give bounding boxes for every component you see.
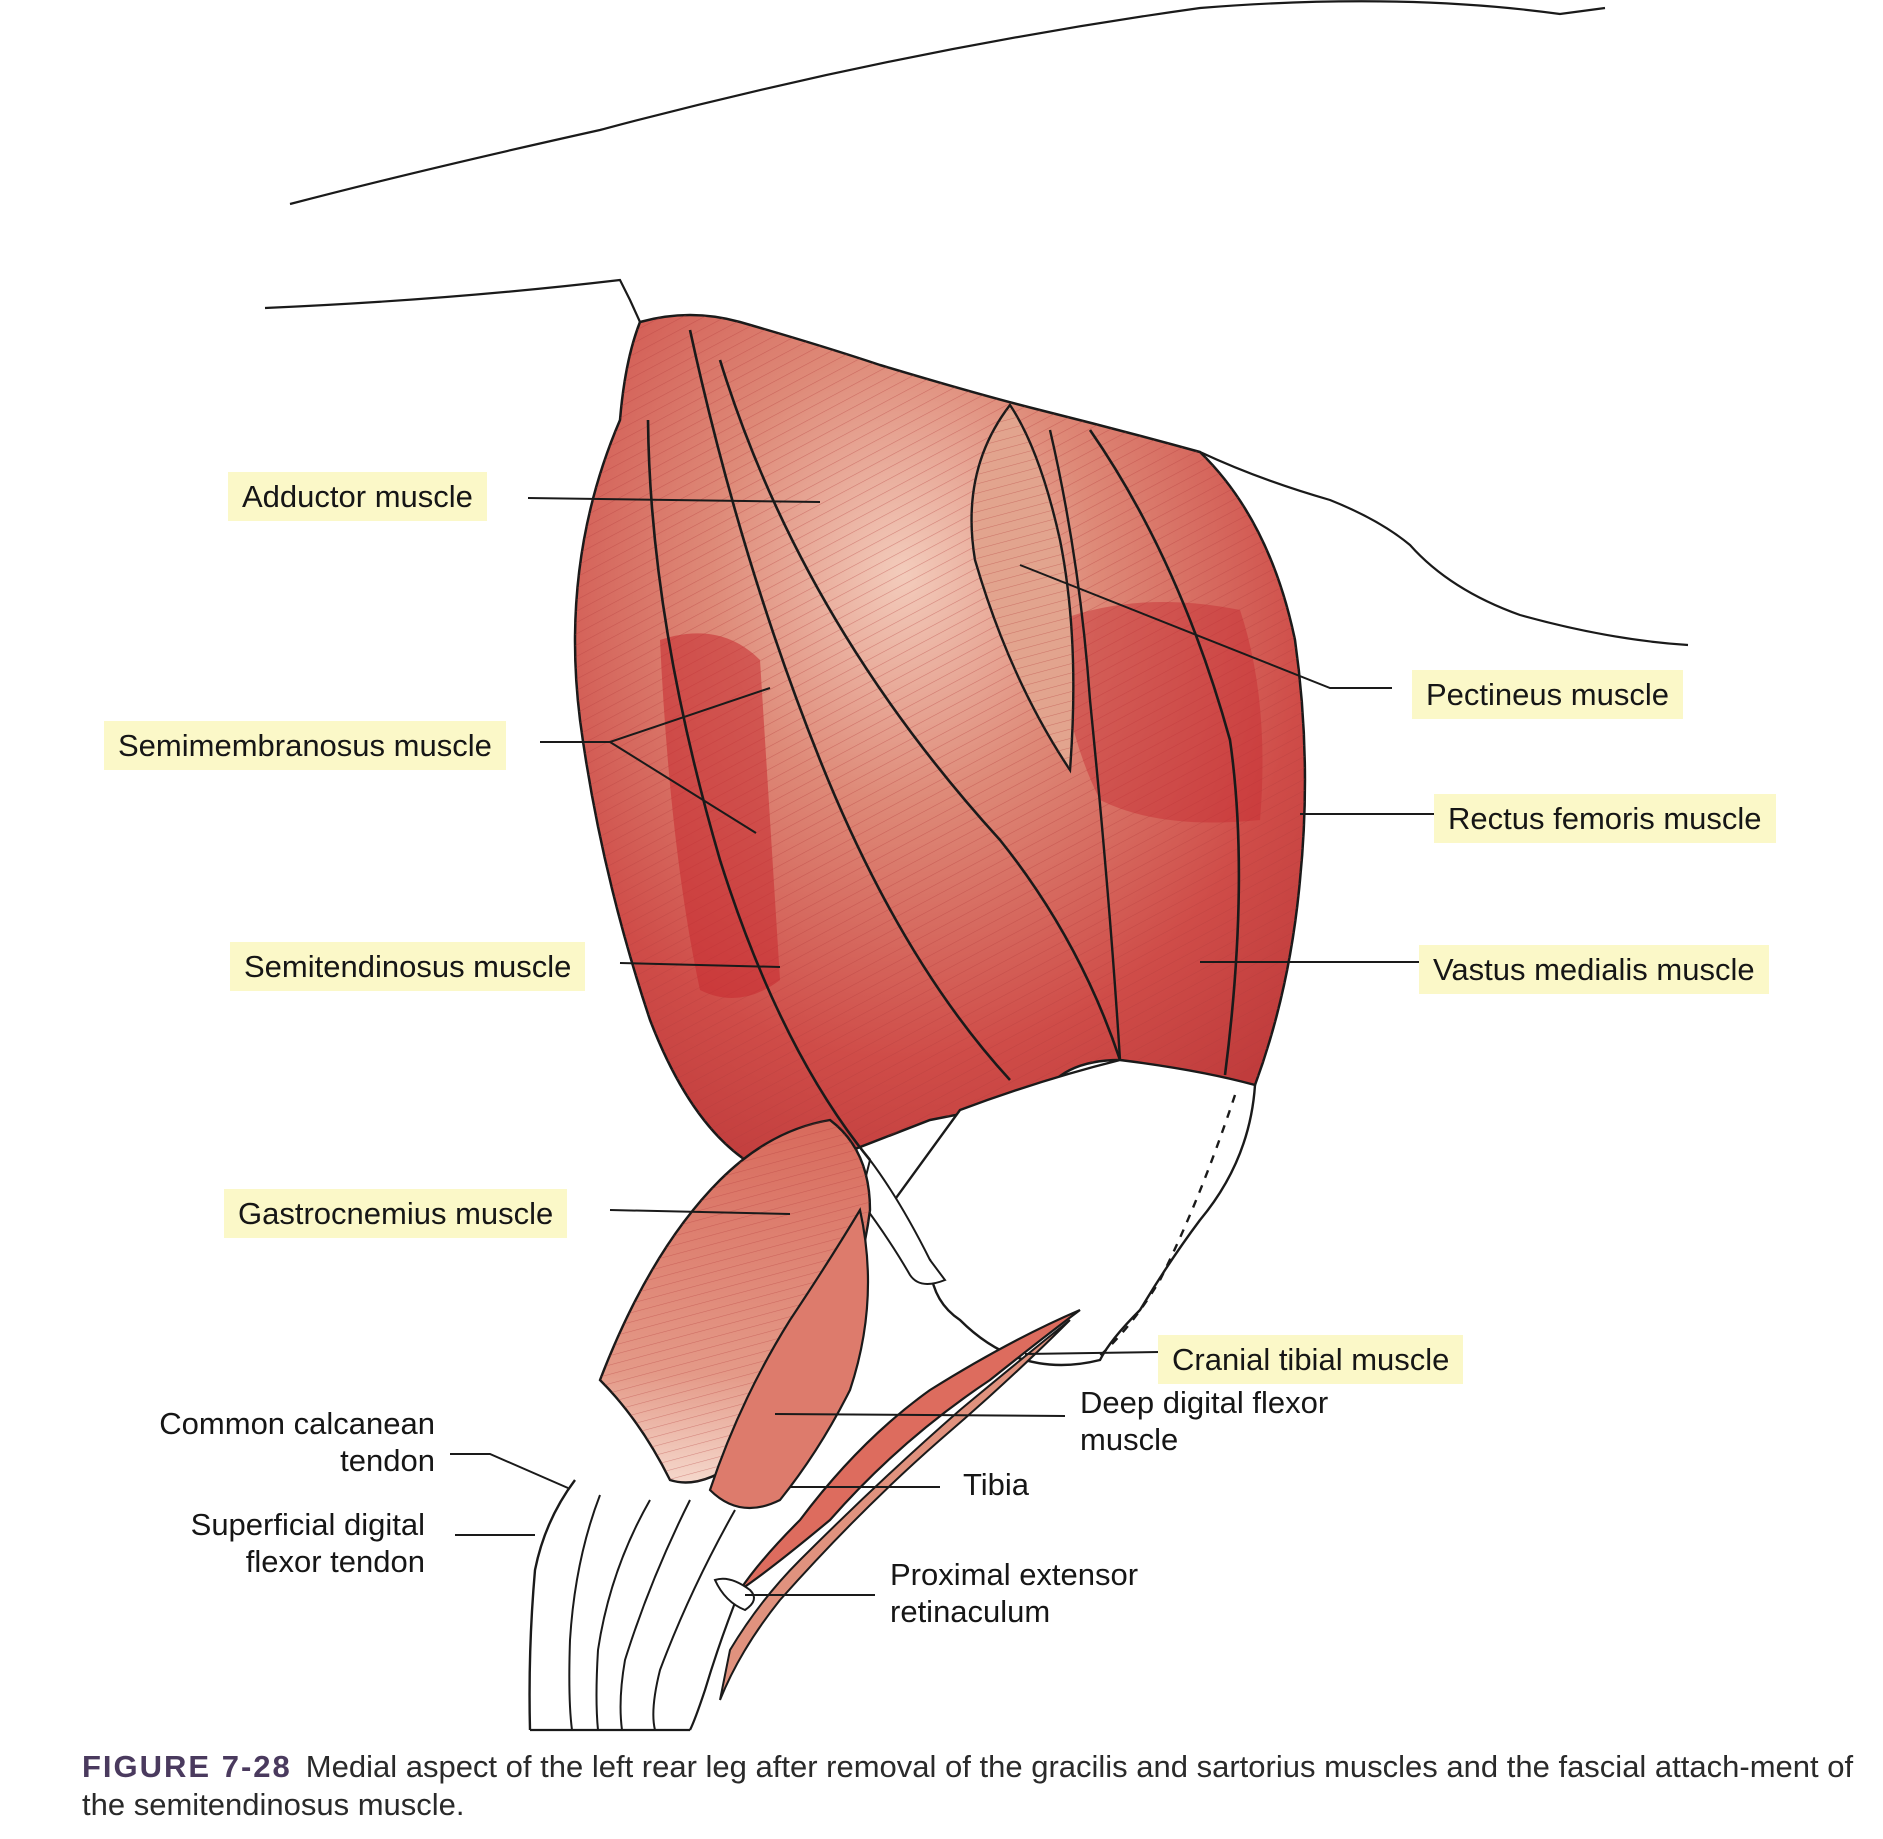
- label-common-calcanean-line2: tendon: [340, 1443, 435, 1478]
- label-common-calcanean-line1: Common calcanean: [159, 1406, 435, 1441]
- label-pectineus: Pectineus muscle: [1412, 670, 1683, 719]
- label-proximal-extensor-line1: Proximal extensor: [890, 1557, 1139, 1592]
- flexor-tendon-line-2: [595, 1499, 651, 1731]
- leader-semimembranosus-2: [609, 741, 757, 834]
- leader-semitendinosus: [619, 962, 781, 968]
- abdomen-contour-line: [264, 278, 642, 323]
- label-deep-digital-flexor-line1: Deep digital flexor: [1080, 1385, 1329, 1420]
- leader-cranial-tibial: [1024, 1351, 1161, 1355]
- semitendinosus-border: [646, 419, 872, 1161]
- label-cranial-tibial: Cranial tibial muscle: [1158, 1335, 1464, 1384]
- flexor-tendon-line-3: [619, 1499, 691, 1731]
- leader-lines: [450, 497, 1435, 1596]
- label-proximal-extensor: Proximal extensor retinaculum: [890, 1556, 1138, 1630]
- label-semitendinosus: Semitendinosus muscle: [230, 942, 586, 991]
- pectineus-fibers: [971, 405, 1074, 770]
- leader-adductor: [527, 497, 821, 503]
- label-adductor: Adductor muscle: [228, 472, 487, 521]
- stifle-contour-line: [1199, 451, 1689, 647]
- gastrocnemius-fibers: [600, 1120, 870, 1483]
- leader-calcanean: [450, 1453, 569, 1489]
- leader-gastrocnemius: [609, 1209, 791, 1215]
- label-superficial-line2: flexor tendon: [245, 1544, 425, 1579]
- semitendinosus-red-band: [660, 633, 780, 998]
- vastus-border: [1048, 429, 1122, 1061]
- label-common-calcanean: Common calcanean tendon: [130, 1405, 435, 1479]
- adductor-border: [718, 359, 1122, 1061]
- back-contour-line: [289, 0, 1606, 206]
- tibia-muscle-band: [719, 1319, 1071, 1701]
- semimembranosus-border: [688, 329, 1011, 1081]
- leader-pectineus: [1019, 564, 1392, 689]
- label-rectus-femoris: Rectus femoris muscle: [1434, 794, 1776, 843]
- tibia-shaft-line: [689, 1589, 742, 1731]
- stifle-tendon-area: [878, 1058, 1257, 1367]
- calcanean-tendon-outline: [528, 1479, 576, 1731]
- label-proximal-extensor-line2: retinaculum: [890, 1594, 1051, 1629]
- semitendinosus-tendon: [858, 1157, 947, 1285]
- label-semimembranosus: Semimembranosus muscle: [104, 721, 506, 770]
- label-superficial-digital-flexor: Superficial digital flexor tendon: [140, 1506, 425, 1580]
- figure-number: FIGURE 7-28: [82, 1749, 292, 1784]
- label-deep-digital-flexor: Deep digital flexor muscle: [1080, 1384, 1328, 1458]
- caption-text: Medial aspect of the left rear leg after…: [82, 1749, 1854, 1822]
- flexor-tendon-line-4: [652, 1509, 736, 1731]
- label-superficial-line1: Superficial digital: [190, 1507, 425, 1542]
- leader-deep-digital: [774, 1413, 1066, 1417]
- flexor-tendon-line-1: [568, 1494, 601, 1731]
- vastus-red-band: [1060, 602, 1263, 823]
- label-vastus-medialis: Vastus medialis muscle: [1419, 945, 1769, 994]
- rectus-femoris-border: [1088, 429, 1241, 1076]
- deep-digital-flexor-muscle: [708, 1207, 870, 1510]
- label-tibia: Tibia: [963, 1467, 1030, 1502]
- extensor-retinaculum: [713, 1577, 755, 1612]
- label-deep-digital-flexor-line2: muscle: [1080, 1422, 1179, 1457]
- label-gastrocnemius: Gastrocnemius muscle: [224, 1189, 568, 1238]
